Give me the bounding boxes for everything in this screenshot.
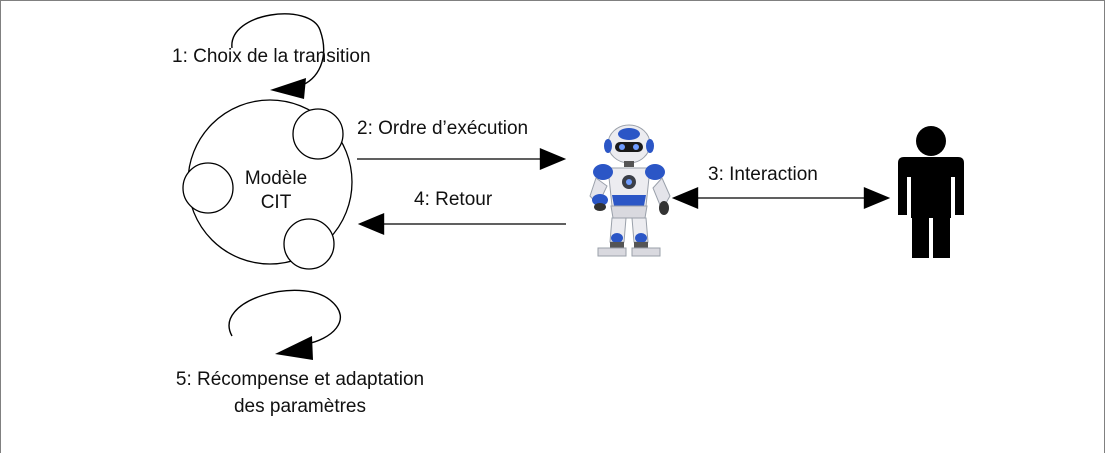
- step-choice-label: 1: Choix de la transition: [172, 46, 371, 67]
- loop-reward-arrowhead: [275, 336, 313, 360]
- step-feedback-label: 4: Retour: [414, 189, 493, 210]
- cit-model-node-bottom: [283, 218, 335, 270]
- loop-reward-curve: [228, 289, 342, 345]
- step-reward-label-line2: des paramètres: [234, 396, 366, 417]
- model-label-line1: Modèle: [245, 168, 307, 189]
- cit-model-node-left: [182, 162, 234, 214]
- cit-model-node-top: [292, 108, 344, 160]
- step-order-label: 2: Ordre d’exécution: [357, 118, 528, 139]
- loop-choice: [231, 13, 325, 99]
- cit-model: Modèle CIT: [182, 99, 353, 270]
- model-label-line2: CIT: [261, 192, 292, 213]
- robot-icon: [589, 124, 671, 257]
- step-reward-label-line1: 5: Récompense et adaptation: [176, 369, 424, 390]
- step-interaction-label: 3: Interaction: [708, 164, 818, 185]
- loop-choice-curve: [231, 13, 325, 87]
- loop-choice-arrowhead: [270, 78, 306, 99]
- human-icon: [898, 126, 964, 258]
- loop-reward: [228, 289, 342, 360]
